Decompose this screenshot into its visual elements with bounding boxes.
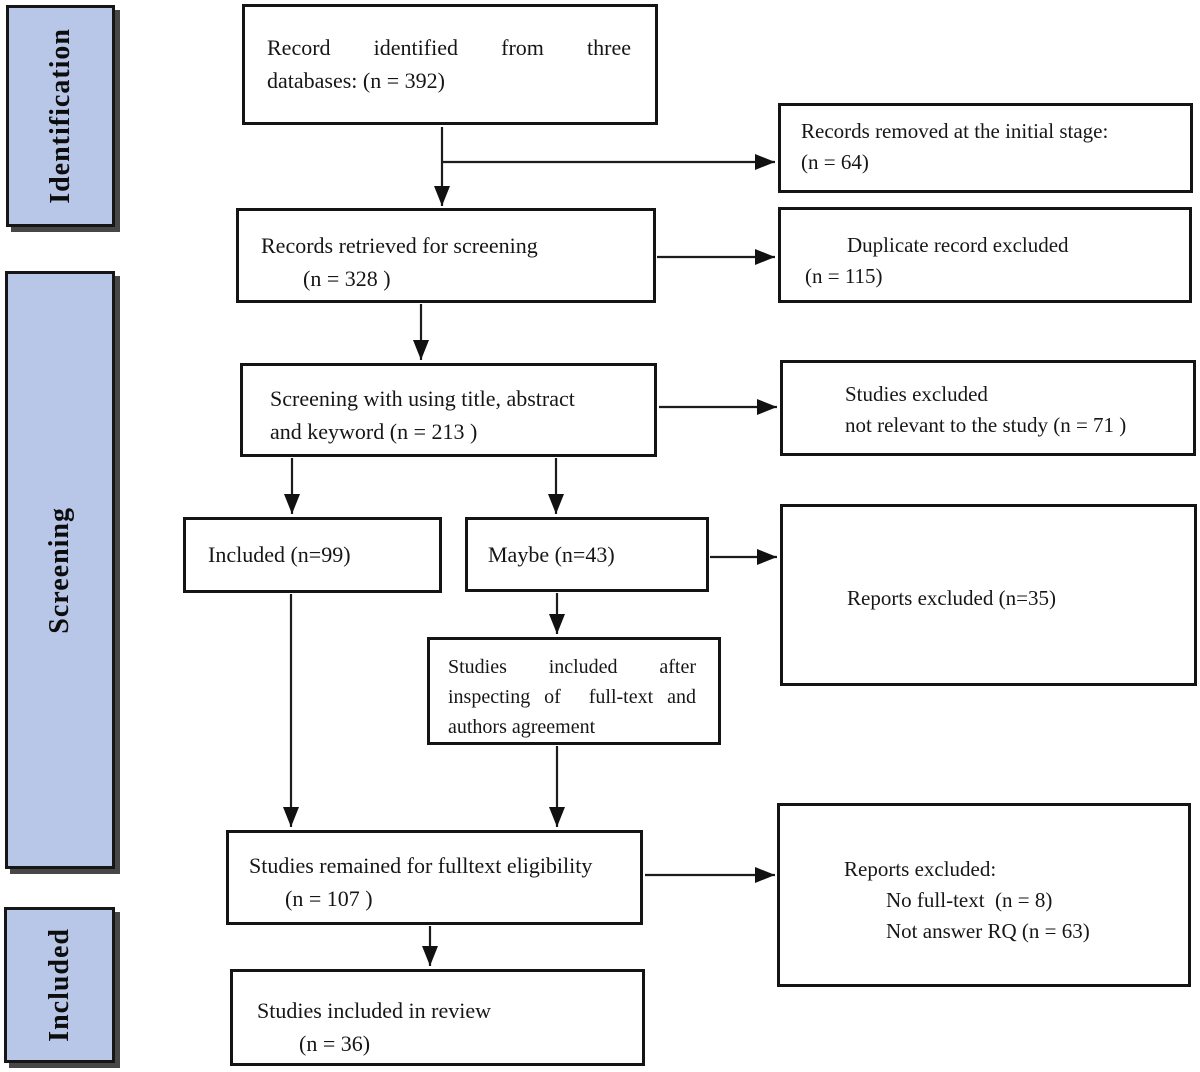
box-line: Not answer RQ (n = 63) [886, 919, 1090, 943]
box-line: databases: (n = 392) [267, 68, 445, 93]
box-line: (n = 36) [299, 1031, 371, 1056]
box-studies-remained-eligibility: Studies remained for fulltext eligibilit… [226, 830, 643, 925]
box-reports-excluded-reasons: Reports excluded: No full-text (n = 8) N… [777, 803, 1191, 987]
box-line: Studies included in review [257, 998, 492, 1023]
stage-included: Included [4, 907, 115, 1063]
box-line: Included (n=99) [208, 542, 351, 567]
box-line: and keyword (n = 213 ) [270, 419, 478, 444]
box-duplicate-excluded: Duplicate record excluded (n = 115) [778, 207, 1192, 303]
box-line: inspecting of full-text and [448, 686, 696, 708]
box-records-retrieved: Records retrieved for screening (n = 328… [236, 208, 656, 303]
stage-screening: Screening [5, 271, 115, 869]
box-reports-excluded-35: Reports excluded (n=35) [780, 504, 1197, 686]
box-line: Records retrieved for screening [261, 233, 538, 258]
box-line: (n = 328 ) [303, 266, 391, 291]
stage-identification: Identification [6, 5, 115, 227]
box-line: Records removed at the initial stage: [801, 119, 1109, 143]
box-line: Record identified from three [267, 35, 631, 60]
stage-screening-label: Screening [44, 506, 75, 634]
box-line: (n = 64) [801, 150, 869, 174]
box-line: Studies remained for fulltext eligibilit… [249, 853, 593, 878]
box-line: (n = 107 ) [285, 886, 373, 911]
box-screening-title-abstract: Screening with using title, abstract and… [240, 363, 657, 457]
box-line: authors agreement [448, 716, 596, 738]
box-line: Reports excluded: [844, 857, 997, 881]
box-line: No full-text (n = 8) [886, 888, 1053, 912]
box-records-removed-initial: Records removed at the initial stage: (n… [778, 103, 1193, 193]
stage-included-label: Included [43, 928, 75, 1042]
box-included-99: Included (n=99) [183, 517, 442, 593]
box-records-identified: Record identified from three databases: … [242, 4, 658, 125]
box-studies-included-after-fulltext: Studies included after inspecting of ful… [427, 637, 721, 745]
box-line: Screening with using title, abstract [270, 386, 575, 411]
box-line: Maybe (n=43) [488, 542, 615, 567]
box-studies-excluded-not-relevant: Studies excluded not relevant to the stu… [780, 360, 1196, 456]
stage-identification-label: Identification [44, 28, 76, 204]
box-line: Reports excluded (n=35) [847, 586, 1056, 610]
box-line: Studies excluded [845, 382, 988, 406]
box-line: not relevant to the study (n = 71 ) [845, 413, 1127, 437]
box-line: Studies included after [448, 656, 696, 678]
box-maybe-43: Maybe (n=43) [465, 517, 709, 592]
box-line: (n = 115) [805, 264, 883, 288]
box-line: Duplicate record excluded [847, 233, 1069, 257]
box-studies-included-review: Studies included in review (n = 36) [230, 969, 645, 1066]
